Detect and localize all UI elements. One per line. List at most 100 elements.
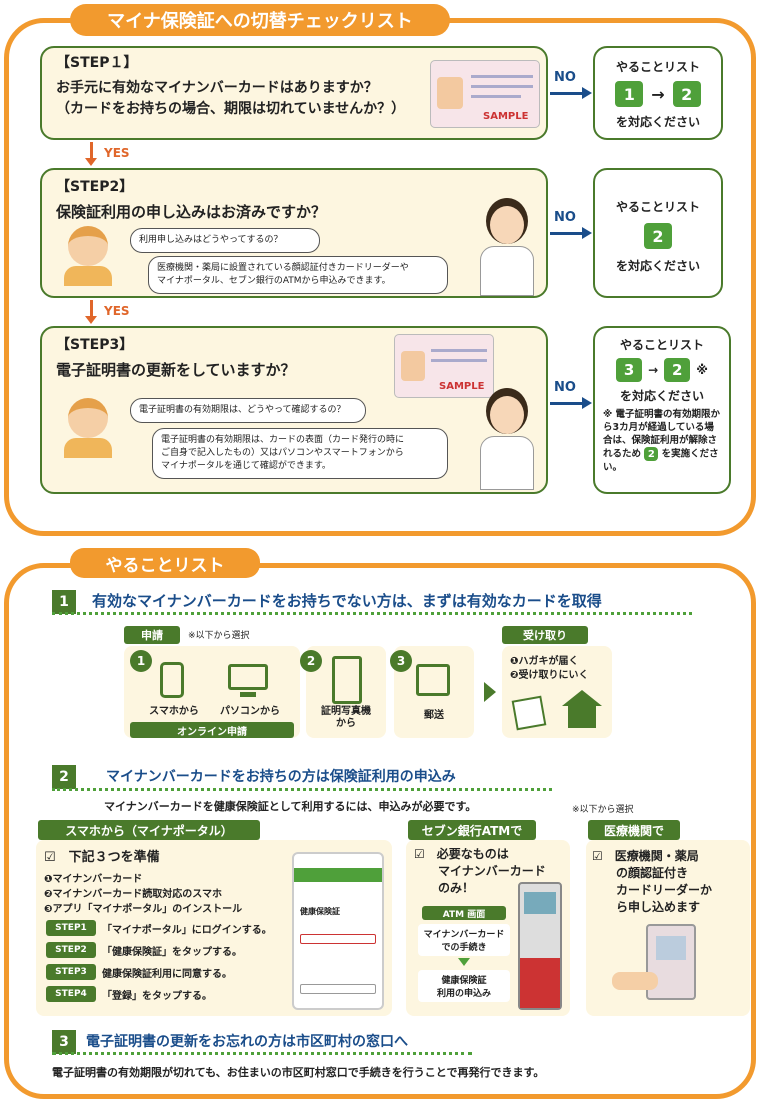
checklist-title: マイナ保険証への切替チェックリスト xyxy=(70,4,450,36)
step1-question: お手元に有効なマイナンバーカードはありますか？ （カードをお持ちの場合、期限は切… xyxy=(56,80,406,117)
step3-note-tail: を実施ください。 xyxy=(603,448,719,474)
card-sample-text: SAMPLE xyxy=(439,381,485,392)
mynumber-card-image: SAMPLE xyxy=(430,60,540,128)
yes-arrow-head-icon xyxy=(85,316,97,324)
step2-todo-box: やることリスト 2 を対応ください xyxy=(593,168,723,298)
mailbox-icon xyxy=(416,664,450,696)
atm-flow-1: マイナンバーカード での手続き xyxy=(418,924,510,956)
step3-todo-box: やることリスト 3 → 2 ※ を対応ください ※ 電子証明書の有効期限から3カ… xyxy=(593,326,731,494)
step3-no-arrow xyxy=(550,402,584,405)
step2-bubble-question: 利用申し込みはどうやってするの？ xyxy=(130,228,320,253)
todo-num-2: 2 xyxy=(664,358,691,382)
step3-bubble-question: 電子証明書の有効期限は、どうやって確認するの？ xyxy=(130,398,366,423)
step1-label: 【STEP１】 xyxy=(56,55,138,71)
mynumber-card-image: SAMPLE xyxy=(394,334,494,398)
todo-bottom: を対応ください xyxy=(619,389,704,403)
photo-label: 証明写真機 から xyxy=(321,706,371,729)
chevron-down-icon xyxy=(458,958,470,966)
atm-machine-icon xyxy=(518,882,562,1010)
smartphone-label: スマホから xyxy=(149,706,199,717)
todo-bottom: を対応ください xyxy=(615,115,700,129)
yes-arrow-2 xyxy=(90,300,93,318)
atm-text: ☑ 必要なものは マイナンバーカード のみ！ xyxy=(414,847,546,895)
section3-text: 電子証明書の有効期限が切れても、お住まいの市区町村窓口で手続きを行うことで再発行… xyxy=(52,1066,545,1079)
todo-num-1: 1 xyxy=(615,81,644,107)
section2-title: マイナンバーカードをお持ちの方は保険証利用の申込み xyxy=(106,769,456,785)
arrow-head-icon xyxy=(582,87,592,99)
yes-label-2: YES xyxy=(104,304,130,318)
hand-icon xyxy=(612,972,658,990)
step3-question: 電子証明書の更新をしていますか？ xyxy=(56,361,296,379)
todo-num-3: 3 xyxy=(616,358,643,382)
prep-1: ❶マイナンバーカード xyxy=(44,874,143,885)
atm-screen-label: ATM 画面 xyxy=(422,906,506,920)
section3-divider xyxy=(52,1052,472,1055)
postcard-icon xyxy=(511,695,547,731)
clinic-head: 医療機関で xyxy=(588,820,680,840)
phone-screenshot: 健康保険証 xyxy=(292,852,384,1010)
step3-bubble-answer: 電子証明書の有効期限は、カードの表面（カード発行の時に ご自身で記入したもの）又… xyxy=(152,428,448,479)
step1-no-label: NO xyxy=(554,70,576,85)
step2-no-arrow xyxy=(550,232,584,235)
step1-todo-box: やることリスト 1 → 2 を対応ください xyxy=(593,46,723,140)
step3-label: 【STEP3】 xyxy=(56,337,134,353)
section2-choose: ※以下から選択 xyxy=(572,805,634,815)
arrow-right-icon: → xyxy=(651,84,665,104)
arrow-head-icon xyxy=(582,397,592,409)
apply-head: 申請 xyxy=(124,626,180,644)
section1-title: 有効なマイナンバーカードをお持ちでない方は、まずは有効なカードを取得 xyxy=(92,592,602,610)
prep-title: ☑ 下記３つを準備 xyxy=(44,850,160,865)
phone-screen-title: 健康保険証 xyxy=(300,907,340,916)
todo-title: やることリスト xyxy=(615,60,700,74)
arrow-right-icon: → xyxy=(648,363,659,377)
step1-no-arrow xyxy=(550,92,584,95)
option-1: 1 xyxy=(130,650,152,672)
pc-icon xyxy=(228,664,268,690)
todo-num-2: 2 xyxy=(672,81,701,107)
section2-subtitle: マイナンバーカードを健康保険証として利用するには、申込みが必要です。 xyxy=(104,800,477,813)
pharmacist-woman-icon xyxy=(476,198,538,296)
phone-step3-badge: STEP3 xyxy=(46,964,96,980)
house-body-icon xyxy=(568,706,596,728)
todo-title: やることリスト xyxy=(615,200,700,214)
option-3: 3 xyxy=(390,650,412,672)
house-icon xyxy=(562,690,602,706)
phone-step3-text: 健康保険証利用に同意する。 xyxy=(102,969,232,980)
receive-step-2: ❷受け取りにいく xyxy=(510,670,589,681)
photo-booth-icon xyxy=(332,656,362,704)
card-sample-text: SAMPLE xyxy=(483,111,529,122)
yes-label-1: YES xyxy=(104,146,130,160)
step3-no-label: NO xyxy=(554,380,576,395)
step2-label: 【STEP2】 xyxy=(56,179,134,195)
phone-step2-text: 「健康保険証」をタップする。 xyxy=(102,947,242,958)
phone-step1-badge: STEP1 xyxy=(46,920,96,936)
chevron-right-icon xyxy=(484,682,496,702)
section3-num: 3 xyxy=(52,1030,76,1054)
phone-step1-text: 「マイナポータル」にログインする。 xyxy=(102,925,272,936)
note-num-2: 2 xyxy=(644,447,659,461)
clinic-text: ☑ 医療機関・薬局 の顔認証付き カードリーダーか ら申し込めます xyxy=(592,849,713,914)
apply-note: ※以下から選択 xyxy=(188,631,250,641)
todo-num-2: 2 xyxy=(644,223,672,249)
step2-no-label: NO xyxy=(554,210,576,225)
mail-label: 郵送 xyxy=(424,710,444,721)
yes-arrow-1 xyxy=(90,142,93,160)
atm-head: セブン銀行ATMで xyxy=(408,820,536,840)
pc-label: パソコンから xyxy=(220,706,280,717)
asterisk-mark: ※ xyxy=(696,363,708,377)
phone-step2-badge: STEP2 xyxy=(46,942,96,958)
phone-head: スマホから（マイナポータル） xyxy=(38,820,260,840)
receive-step-1: ❶ハガキが届く xyxy=(510,656,579,667)
receive-head: 受け取り xyxy=(502,626,588,644)
smartphone-icon xyxy=(160,662,184,698)
arrow-head-icon xyxy=(582,227,592,239)
section1-num: 1 xyxy=(52,590,76,614)
option-2: 2 xyxy=(300,650,322,672)
atm-flow-2: 健康保険証 利用の申込み xyxy=(418,970,510,1002)
phone-step4-badge: STEP4 xyxy=(46,986,96,1002)
online-apply-label: オンライン申請 xyxy=(130,722,294,738)
step3-note: ※ 電子証明書の有効期限から3カ月が経過している場合は、保険証利用が解除されるた… xyxy=(603,409,721,460)
boy-thinking-icon xyxy=(62,398,114,458)
section2-divider xyxy=(52,788,552,791)
prep-2: ❷マイナンバーカード読取対応のスマホ xyxy=(44,889,222,900)
